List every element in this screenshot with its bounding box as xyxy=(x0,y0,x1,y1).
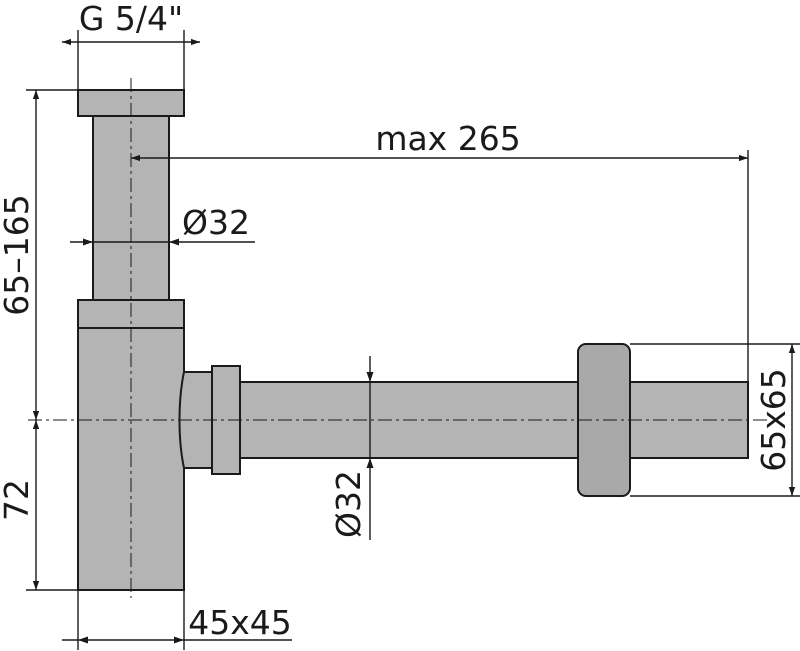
upper-diameter-label: Ø32 xyxy=(182,203,250,242)
outlet-diameter-label: Ø32 xyxy=(329,470,368,538)
thread-label: G 5/4" xyxy=(79,0,183,38)
dimension-lines xyxy=(26,30,800,650)
body-square-label: 45x45 xyxy=(188,603,292,642)
center-lines xyxy=(28,78,768,598)
max-reach-label: max 265 xyxy=(375,119,520,158)
height-range-label: 65–165 xyxy=(0,194,36,315)
outlet-connector xyxy=(178,371,213,469)
lower-height-label: 72 xyxy=(0,479,36,521)
dimension-labels: G 5/4" max 265 Ø32 65–165 72 45x45 Ø32 6… xyxy=(0,0,793,642)
rosette-label: 65x65 xyxy=(754,368,793,472)
siphon-body-group xyxy=(77,89,749,591)
